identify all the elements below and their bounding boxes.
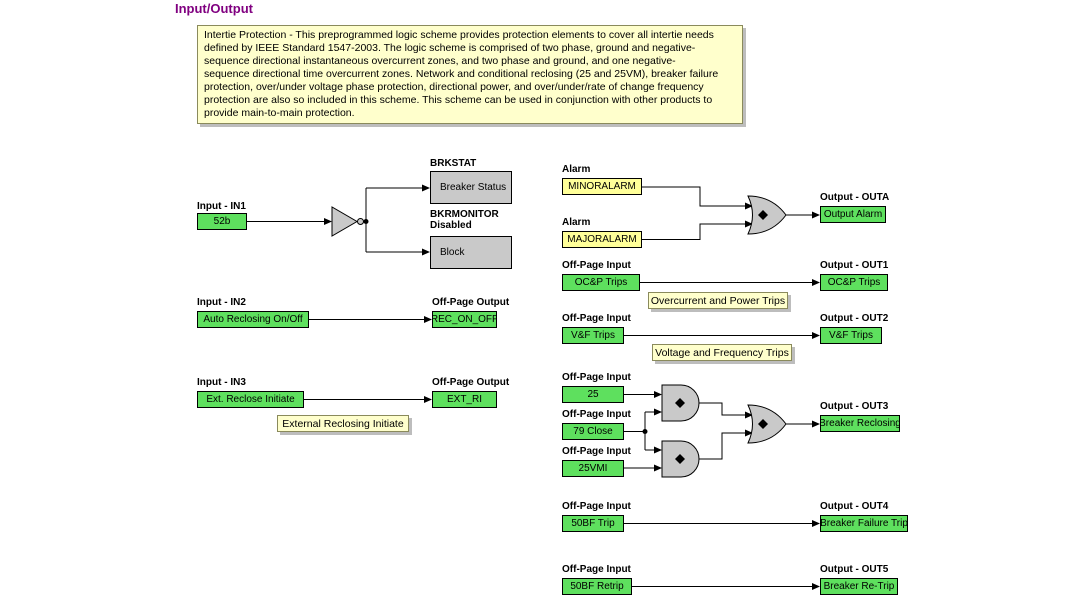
operand-25vmi[interactable]: 25VMI [562, 460, 624, 477]
offpage-input-25-label: Off-Page Input [562, 372, 631, 383]
operand-rec-on-off[interactable]: REC_ON_OFF [432, 311, 497, 328]
operand-vf-trips-out[interactable]: V&F Trips [820, 327, 882, 344]
bkrmonitor-label: BKRMONITOR [430, 209, 499, 220]
operand-breaker-failure-trip[interactable]: Breaker Failure Trip [820, 515, 908, 532]
offpage-input-50bf-label: Off-Page Input [562, 501, 631, 512]
bkrmonitor-disabled-label: Disabled [430, 220, 472, 231]
operand-25[interactable]: 25 [562, 386, 624, 403]
input-in3-label: Input - IN3 [197, 377, 246, 388]
operand-50bf-trip[interactable]: 50BF Trip [562, 515, 624, 532]
breaker-status-block[interactable]: Breaker Status [430, 171, 512, 204]
wires [247, 184, 820, 590]
comment-overcurrent-power: Overcurrent and Power Trips [648, 292, 788, 309]
offpage-input-ocp-label: Off-Page Input [562, 260, 631, 271]
offpage-output-extri-label: Off-Page Output [432, 377, 510, 388]
operand-output-alarm[interactable]: Output Alarm [820, 206, 886, 223]
input-in2-label: Input - IN2 [197, 297, 246, 308]
or-gate-alarm[interactable] [747, 195, 787, 235]
block-block[interactable]: Block [430, 236, 512, 269]
operand-50bf-retrip[interactable]: 50BF Retrip [562, 578, 632, 595]
offpage-output-rec-label: Off-Page Output [432, 297, 510, 308]
offpage-input-25vmi-label: Off-Page Input [562, 446, 631, 457]
page-title: Input/Output [175, 1, 253, 16]
brkstat-label: BRKSTAT [430, 158, 477, 169]
alarm-minor-label: Alarm [562, 164, 591, 175]
output-out1-label: Output - OUT1 [820, 260, 889, 271]
operand-breaker-reclosing[interactable]: Breaker Reclosing [820, 415, 900, 432]
operand-ocp-trips-in[interactable]: OC&P Trips [562, 274, 640, 291]
output-out5-label: Output - OUT5 [820, 564, 889, 575]
operand-auto-reclosing[interactable]: Auto Reclosing On/Off [197, 311, 309, 328]
operand-79-close[interactable]: 79 Close [562, 423, 624, 440]
and-gate-2[interactable] [661, 440, 700, 478]
operand-ocp-trips-out[interactable]: OC&P Trips [820, 274, 888, 291]
not-gate[interactable] [331, 206, 364, 237]
input-in1-label: Input - IN1 [197, 201, 246, 212]
operand-minoralarm[interactable]: MINORALARM [562, 178, 642, 195]
offpage-input-50bf-retrip-label: Off-Page Input [562, 564, 631, 575]
comment-voltage-frequency: Voltage and Frequency Trips [652, 344, 792, 361]
offpage-input-vf-label: Off-Page Input [562, 313, 631, 324]
output-out4-label: Output - OUT4 [820, 501, 889, 512]
output-outa-label: Output - OUTA [820, 192, 890, 203]
output-out3-label: Output - OUT3 [820, 401, 889, 412]
operand-vf-trips-in[interactable]: V&F Trips [562, 327, 624, 344]
alarm-major-label: Alarm [562, 217, 591, 228]
comment-external-reclosing: External Reclosing Initiate [277, 415, 409, 432]
operand-breaker-re-trip[interactable]: Breaker Re-Trip [820, 578, 898, 595]
operand-52b[interactable]: 52b [197, 213, 247, 230]
operand-ext-ri[interactable]: EXT_RI [432, 391, 497, 408]
or-gate-reclosing[interactable] [747, 404, 787, 444]
operand-majoralarm[interactable]: MAJORALARM [562, 231, 642, 248]
operand-ext-reclose-initiate[interactable]: Ext. Reclose Initiate [197, 391, 304, 408]
offpage-input-79-label: Off-Page Input [562, 409, 631, 420]
and-gate-1[interactable] [661, 384, 700, 422]
output-out2-label: Output - OUT2 [820, 313, 889, 324]
description-note: Intertie Protection - This preprogrammed… [197, 25, 743, 124]
